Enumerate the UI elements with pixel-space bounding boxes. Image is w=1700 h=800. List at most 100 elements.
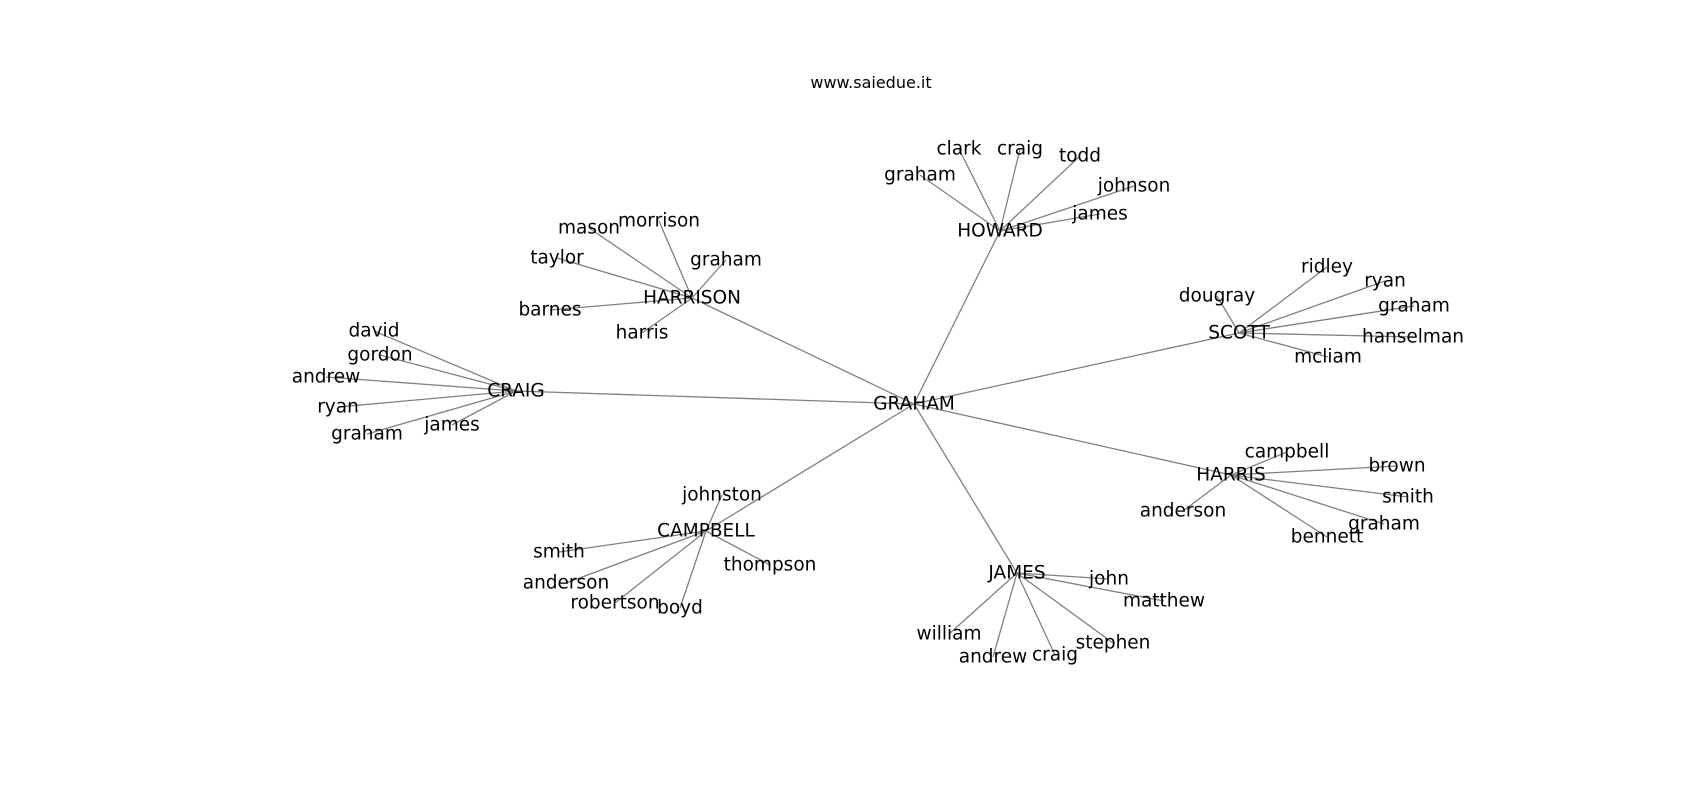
node-hub-james: JAMES (987, 563, 1045, 584)
node-leaf-howard-johnson: johnson (1097, 176, 1171, 197)
edge-center-scott (913, 332, 1240, 405)
edge-howard-craig (999, 148, 1021, 232)
node-leaf-craig-andrew: andrew (292, 367, 361, 388)
node-leaf-howard-todd: todd (1059, 146, 1101, 167)
node-leaf-harrison-taylor: taylor (530, 248, 584, 269)
node-leaf-howard-clark: clark (937, 139, 982, 160)
edge-campbell-johnston (705, 494, 723, 532)
edge-harris-smith (1230, 474, 1409, 498)
node-leaf-campbell-boyd: boyd (657, 598, 703, 619)
labels-layer: GRAHAM HOWARD graham clark craig todd johnson j… (292, 139, 1464, 668)
node-leaf-howard-graham: graham (884, 165, 956, 186)
edge-scott-hanselman (1238, 332, 1414, 338)
edge-james-craig (1016, 572, 1056, 656)
node-leaf-scott-hanselman: hanselman (1362, 327, 1464, 348)
edge-howard-james (999, 213, 1101, 232)
edge-craig-david (373, 330, 517, 392)
edge-howard-clark (958, 148, 1001, 232)
edge-howard-johnson (999, 185, 1135, 232)
edge-harrison-harris (641, 297, 693, 334)
edge-campbell-boyd (679, 530, 707, 609)
edge-scott-mcliam (1238, 332, 1329, 358)
node-leaf-harris-campbell: campbell (1245, 442, 1330, 463)
node-leaf-james-craig: craig (1032, 645, 1078, 666)
edge-center-howard (913, 230, 1001, 405)
node-leaf-harris-smith: smith (1382, 487, 1434, 508)
node-leaf-craig-graham: graham (331, 424, 403, 445)
node-leaf-james-john: john (1088, 569, 1129, 590)
node-leaf-harris-graham: graham (1348, 514, 1420, 535)
node-leaf-scott-graham: graham (1378, 296, 1450, 317)
edge-scott-dougray (1216, 295, 1240, 334)
edge-james-matthew (1016, 572, 1165, 602)
edge-campbell-anderson (565, 530, 707, 584)
node-leaf-harris-brown: brown (1368, 456, 1425, 477)
node-leaf-scott-dougray: dougray (1179, 286, 1255, 307)
node-leaf-scott-ryan: ryan (1364, 271, 1406, 292)
node-hub-campbell: CAMPBELL (657, 521, 755, 542)
edge-center-craig (515, 390, 915, 405)
edge-howard-todd (999, 155, 1081, 232)
node-hub-howard: HOWARD (957, 221, 1043, 242)
edge-james-john (1016, 572, 1110, 580)
edge-harrison-morrison (658, 220, 693, 299)
node-leaf-harris-bennett: bennett (1291, 527, 1363, 548)
node-leaf-james-william: william (916, 624, 981, 645)
node-hub-harris: HARRIS (1196, 465, 1265, 486)
diagram-title: www.saiedue.it (810, 73, 931, 92)
edge-harris-bennett (1230, 474, 1328, 538)
edge-harrison-mason (588, 227, 693, 299)
node-leaf-james-matthew: matthew (1123, 591, 1205, 612)
node-leaf-james-stephen: stephen (1076, 633, 1151, 654)
node-leaf-campbell-thompson: thompson (724, 555, 817, 576)
edge-campbell-robertson (614, 530, 707, 604)
edge-scott-graham (1238, 305, 1415, 334)
edge-james-andrew (992, 572, 1018, 658)
node-hub-scott: SCOTT (1208, 323, 1270, 344)
node-center-graham: GRAHAM (873, 394, 955, 415)
node-leaf-harrison-barnes: barnes (518, 300, 581, 321)
edge-scott-ridley (1238, 266, 1328, 334)
edge-center-campbell (705, 403, 915, 532)
edge-craig-ryan (337, 390, 517, 408)
node-leaf-campbell-anderson: anderson (523, 573, 609, 594)
node-hub-harrison: HARRISON (643, 288, 741, 309)
edge-craig-graham (366, 390, 517, 435)
edge-harris-brown (1230, 465, 1398, 476)
edge-scott-ryan (1238, 280, 1386, 334)
edge-center-harris (913, 403, 1232, 476)
node-leaf-howard-craig: craig (997, 139, 1043, 160)
edge-harris-campbell (1230, 451, 1288, 476)
edge-craig-james (451, 390, 517, 426)
edge-james-stephen (1016, 572, 1114, 644)
edge-craig-gordon (379, 354, 517, 392)
node-leaf-campbell-robertson: robertson (570, 593, 659, 614)
node-leaf-craig-gordon: gordon (347, 345, 412, 366)
node-leaf-james-andrew: andrew (959, 647, 1028, 668)
node-leaf-howard-james: james (1071, 204, 1128, 225)
node-leaf-scott-mcliam: mcliam (1294, 347, 1362, 368)
edge-harris-anderson (1182, 474, 1232, 512)
node-hub-craig: CRAIG (487, 381, 544, 402)
node-leaf-harrison-morrison: morrison (618, 211, 700, 232)
edge-campbell-smith (558, 530, 707, 553)
node-leaf-campbell-smith: smith (533, 542, 585, 563)
edge-howard-graham (919, 174, 1001, 232)
node-leaf-harrison-harris: harris (616, 323, 669, 344)
edge-harrison-barnes (549, 297, 693, 311)
node-leaf-harris-anderson: anderson (1140, 501, 1226, 522)
edge-harrison-taylor (556, 257, 693, 299)
edge-craig-andrew (325, 376, 517, 392)
node-leaf-craig-ryan: ryan (317, 397, 359, 418)
edge-harrison-graham (691, 259, 727, 299)
edge-center-harrison (691, 297, 915, 405)
node-leaf-campbell-johnston: johnston (681, 485, 762, 506)
node-leaf-harrison-graham: graham (690, 250, 762, 271)
edge-james-william (948, 572, 1018, 635)
node-leaf-harrison-mason: mason (558, 218, 620, 239)
edge-harris-graham (1230, 474, 1385, 525)
edges-layer (325, 148, 1415, 658)
edge-campbell-thompson (705, 530, 771, 566)
node-leaf-scott-ridley: ridley (1301, 257, 1353, 278)
